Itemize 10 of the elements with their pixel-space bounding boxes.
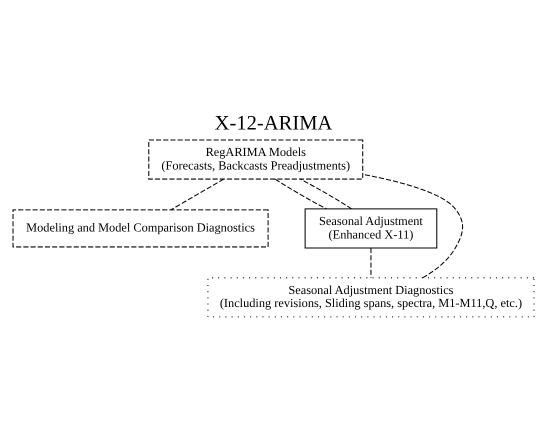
node-box: Modeling and Model Comparison Diagnostics: [12, 209, 269, 248]
connector: [362, 174, 464, 278]
node-box: Seasonal Adjustment Diagnostics (Including revisions, Sliding spans, spectra, M1-M11,Q, etc.): [207, 277, 534, 318]
diagram-title: X-12-ARIMA: [214, 112, 332, 135]
node-box: RegARIMA Models (Forecasts, Backcasts Preadjustments): [148, 139, 364, 180]
node-box: Seasonal Adjustment (Enhanced X-11): [304, 208, 438, 248]
connector: [300, 178, 352, 210]
connector: [370, 248, 372, 278]
connector: [170, 178, 224, 210]
connector: [274, 178, 327, 210]
